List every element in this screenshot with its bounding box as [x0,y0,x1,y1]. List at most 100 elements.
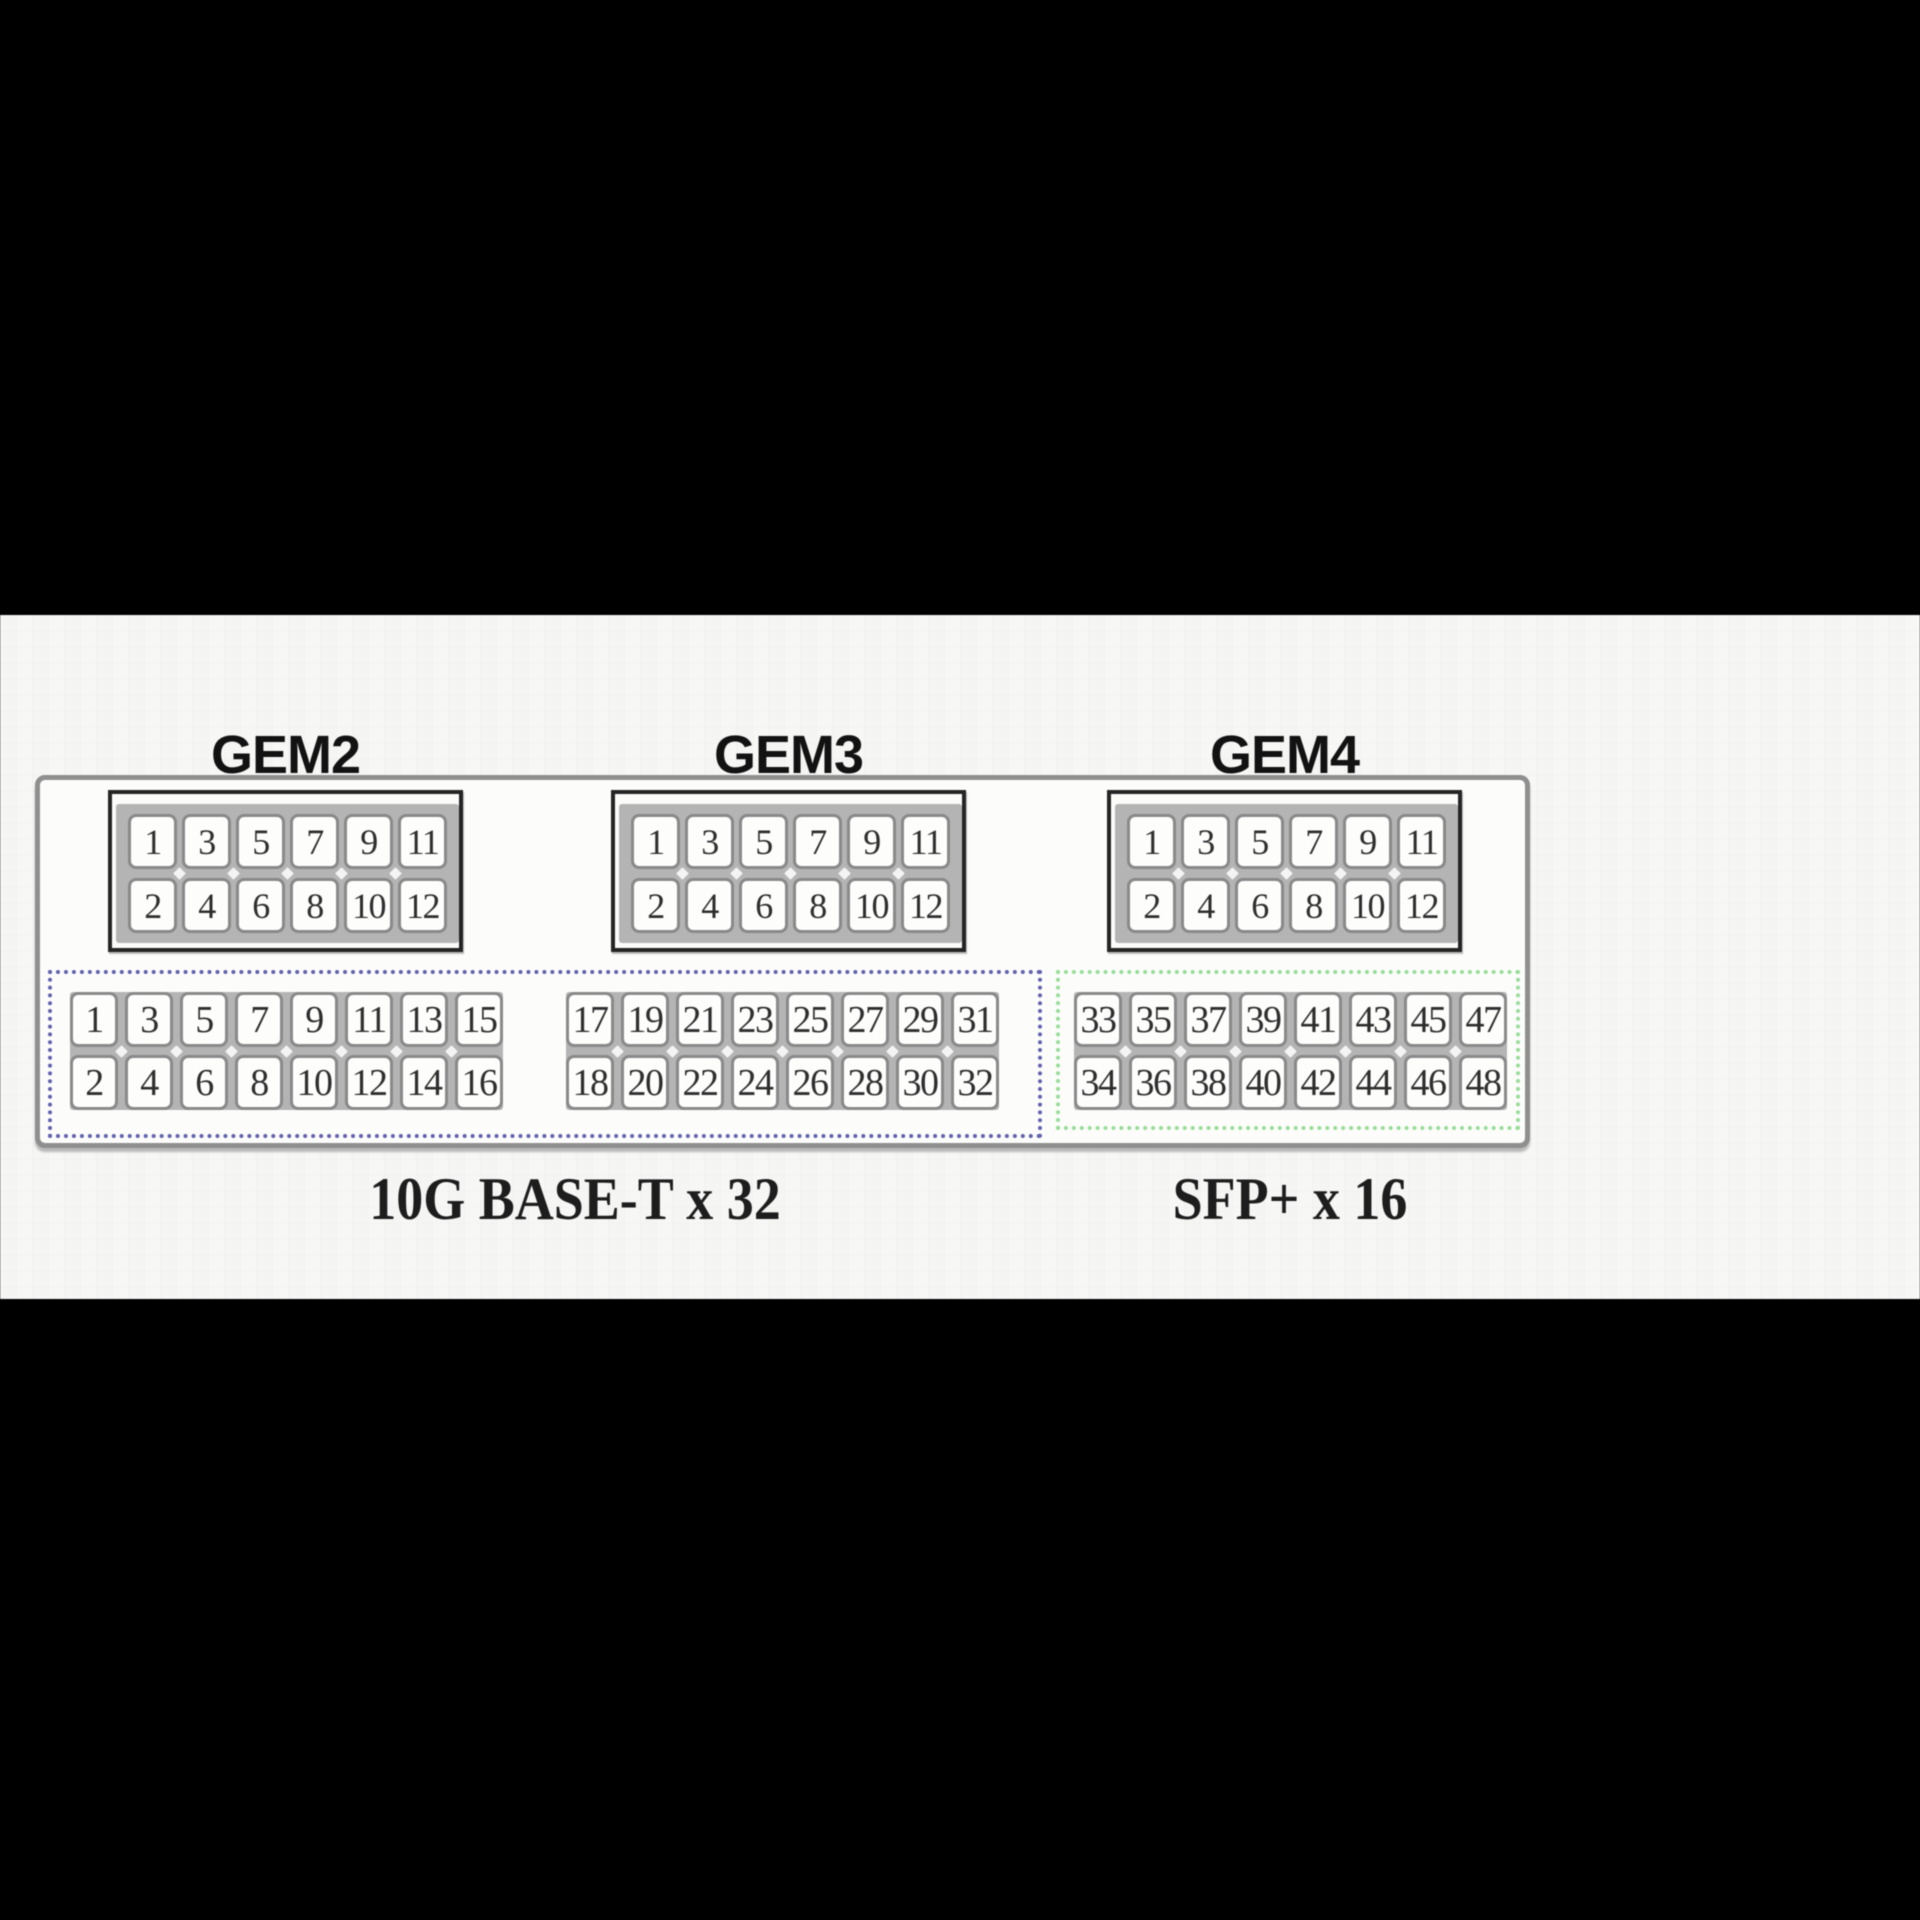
port-cell: 27 [841,992,889,1047]
port-cell: 11 [1397,814,1446,869]
diamond-notch [831,1044,844,1058]
port-cell: 47 [1459,992,1507,1047]
port-cell: 45 [1404,992,1452,1047]
diamond-notch [335,867,348,880]
port-cell: 18 [566,1055,614,1110]
diamond-notch [886,1044,899,1058]
port-cell: 23 [731,992,779,1047]
port-cell: 24 [731,1055,779,1110]
port-cell: 16 [455,1055,503,1110]
port-cell: 8 [1289,878,1338,933]
port-cell: 13 [400,992,448,1047]
port-cell: 2 [70,1055,118,1110]
diamond-notch [1334,867,1347,880]
port-cell: 29 [896,992,944,1047]
diamond-notch [1174,1044,1187,1058]
port-cell: 21 [676,992,724,1047]
port-cell: 42 [1294,1055,1342,1110]
port-cell: 8 [793,878,842,933]
port-cell: 9 [1343,814,1392,869]
port-cell: 4 [1181,878,1230,933]
port-cell: 10 [290,1055,338,1110]
port-cell: 2 [1127,878,1176,933]
port-cell: 35 [1129,992,1177,1047]
diamond-notch [389,867,402,880]
port-cell: 7 [1289,814,1338,869]
port-cell: 3 [182,814,231,869]
port-cell: 6 [739,878,788,933]
diamond-notch [335,1044,348,1058]
port-cell: 11 [901,814,950,869]
diamond-notch [445,1044,458,1058]
port-cell: 37 [1184,992,1232,1047]
port-cell: 1 [631,814,680,869]
port-cell: 38 [1184,1055,1232,1110]
port-cell: 41 [1294,992,1342,1047]
port-cell: 31 [951,992,999,1047]
diamond-notch [776,1044,789,1058]
diamond-notch [892,867,905,880]
port-cell: 5 [1235,814,1284,869]
port-cell: 2 [631,878,680,933]
diamond-notch [1280,867,1293,880]
diamond-notch [1388,867,1401,880]
port-cell: 44 [1349,1055,1397,1110]
port-cell: 33 [1074,992,1122,1047]
diamond-notch [170,1044,183,1058]
port-cell: 1 [1127,814,1176,869]
port-cell: 12 [901,878,950,933]
diamond-notch [281,867,294,880]
port-cell: 15 [455,992,503,1047]
port-cell: 6 [1235,878,1284,933]
sfp-section-outline [1056,970,1520,1130]
port-cell: 10 [1343,878,1392,933]
diamond-notch [1226,867,1239,880]
port-cell: 1 [128,814,177,869]
diamond-notch [676,867,689,880]
diamond-notch [1339,1044,1352,1058]
port-cell: 6 [236,878,285,933]
port-cell: 32 [951,1055,999,1110]
gem4-label: GEM4 [1209,725,1360,785]
port-cell: 5 [236,814,285,869]
diamond-notch [227,867,240,880]
diamond-notch [1284,1044,1297,1058]
port-cell: 7 [235,992,283,1047]
diamond-notch [611,1044,624,1058]
port-cell: 4 [685,878,734,933]
port-cell: 12 [345,1055,393,1110]
diamond-notch [115,1044,128,1058]
port-cell: 4 [182,878,231,933]
diamond-notch [1449,1044,1462,1058]
port-cell: 5 [739,814,788,869]
diamond-notch [1229,1044,1242,1058]
diamond-notch [225,1044,238,1058]
diamond-notch [1119,1044,1132,1058]
port-cell: 39 [1239,992,1287,1047]
port-cell: 7 [793,814,842,869]
port-cell: 7 [290,814,339,869]
diamond-notch [1394,1044,1407,1058]
diamond-notch [941,1044,954,1058]
port-cell: 10 [344,878,393,933]
port-cell: 1 [70,992,118,1047]
port-cell: 28 [841,1055,889,1110]
sfp-section-label: SFP+ x 16 [1172,1166,1408,1232]
port-cell: 2 [128,878,177,933]
port-cell: 40 [1239,1055,1287,1110]
port-cell: 3 [1181,814,1230,869]
diamond-notch [838,867,851,880]
port-cell: 8 [290,878,339,933]
port-cell: 11 [345,992,393,1047]
diamond-notch [784,867,797,880]
diamond-notch [666,1044,679,1058]
gem2-label: GEM2 [210,725,361,785]
port-cell: 9 [344,814,393,869]
